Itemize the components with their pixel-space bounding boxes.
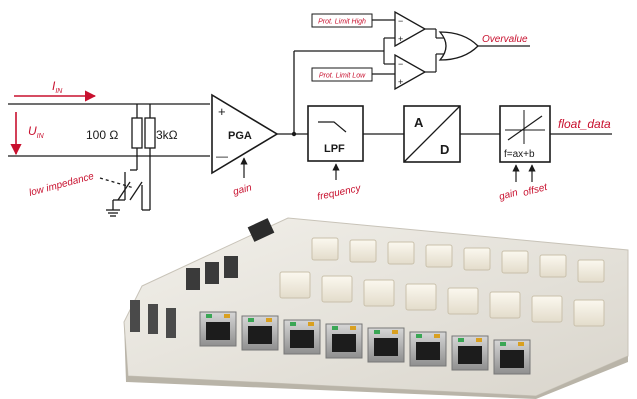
comparator-low-plus: + (398, 77, 403, 87)
limit-high-label: Prot. Limit High (318, 19, 366, 26)
adc-diagonal (403, 105, 461, 163)
comparator-high (394, 10, 427, 48)
relay (279, 271, 311, 299)
relay (349, 239, 377, 263)
adc-block: A D (403, 105, 461, 163)
relay (501, 250, 529, 274)
comparator-high-plus: + (398, 34, 403, 44)
comparator-high-minus: − (398, 16, 403, 26)
voltage-label: UIN (28, 124, 45, 140)
rj45-port (451, 335, 489, 371)
relay (321, 275, 353, 303)
resistor-3k-label: 3kΩ (156, 128, 178, 142)
relay (311, 237, 339, 261)
switch-blade (117, 181, 131, 201)
pga-label: PGA (228, 130, 252, 142)
relay (573, 299, 605, 327)
rj45-port (367, 327, 405, 363)
overvalue-label: Overvalue (482, 34, 528, 45)
scaling-offset-label: offset (522, 182, 550, 199)
header-pins-2 (148, 304, 158, 334)
rj45-port (241, 315, 279, 351)
lpf-label: LPF (324, 143, 345, 155)
rj45-port (409, 331, 447, 367)
resistor-3k-body (144, 117, 156, 149)
lpf-block: LPF frequency (307, 105, 364, 203)
relay (539, 254, 567, 278)
scaling-block: f=ax+b gain offset (498, 105, 551, 203)
comparator-low-minus: − (398, 59, 403, 69)
voltage-indicator: UIN (10, 112, 45, 156)
rj45-port (493, 339, 531, 375)
switch-blade-2 (129, 181, 143, 201)
scaling-gain-label: gain (498, 187, 520, 203)
resistor-100-body (131, 117, 143, 149)
connector-block-2 (205, 262, 219, 284)
pga-gain-label: gain (232, 182, 254, 198)
header-pins-3 (166, 308, 176, 338)
hardware-board-photo (123, 217, 629, 399)
current-label: IIN (52, 79, 63, 95)
connector-block-3 (224, 256, 238, 278)
header-pins-1 (130, 300, 140, 332)
rj45-port (283, 319, 321, 355)
current-indicator: IIN (14, 79, 97, 102)
relay (405, 283, 437, 311)
rj45-port (325, 323, 363, 359)
pga-triangle (211, 93, 279, 175)
comparator-low (394, 53, 427, 91)
relay (463, 247, 491, 271)
input-section (8, 103, 210, 217)
relay (447, 287, 479, 315)
adc-a-label: A (414, 115, 424, 130)
ic-chip (247, 218, 275, 242)
relay (363, 279, 395, 307)
lpf-frequency-label: frequency (316, 183, 362, 203)
relay (577, 259, 605, 283)
lpf-box (307, 105, 364, 162)
scaling-line-icon (507, 115, 543, 141)
relay (531, 295, 563, 323)
output-label: float_data (558, 117, 611, 131)
limit-low-label: Prot. Limit Low (319, 73, 366, 80)
connector-block-1 (186, 268, 200, 290)
rj45-port-row (199, 311, 531, 375)
junction-dot (291, 131, 297, 137)
pga-amplifier: + — PGA gain (211, 93, 279, 198)
relay-row-back (311, 237, 605, 283)
relay-row-front (279, 271, 605, 327)
rj45-port (199, 311, 237, 347)
relay (387, 241, 415, 265)
relay (425, 244, 453, 268)
resistor-100-label: 100 Ω (86, 128, 118, 142)
adc-d-label: D (440, 142, 449, 157)
pga-plus-sign: + (218, 104, 226, 119)
relay (489, 291, 521, 319)
scaling-box (499, 105, 551, 163)
pga-minus-sign: — (216, 149, 228, 163)
or-gate (438, 31, 479, 61)
low-impedance-label: low impedance (28, 171, 96, 199)
lpf-curve-icon (318, 121, 347, 133)
scaling-formula: f=ax+b (504, 149, 535, 160)
protection-comparators: − + − + Prot. Limit High Prot. Limit Low (311, 10, 530, 91)
